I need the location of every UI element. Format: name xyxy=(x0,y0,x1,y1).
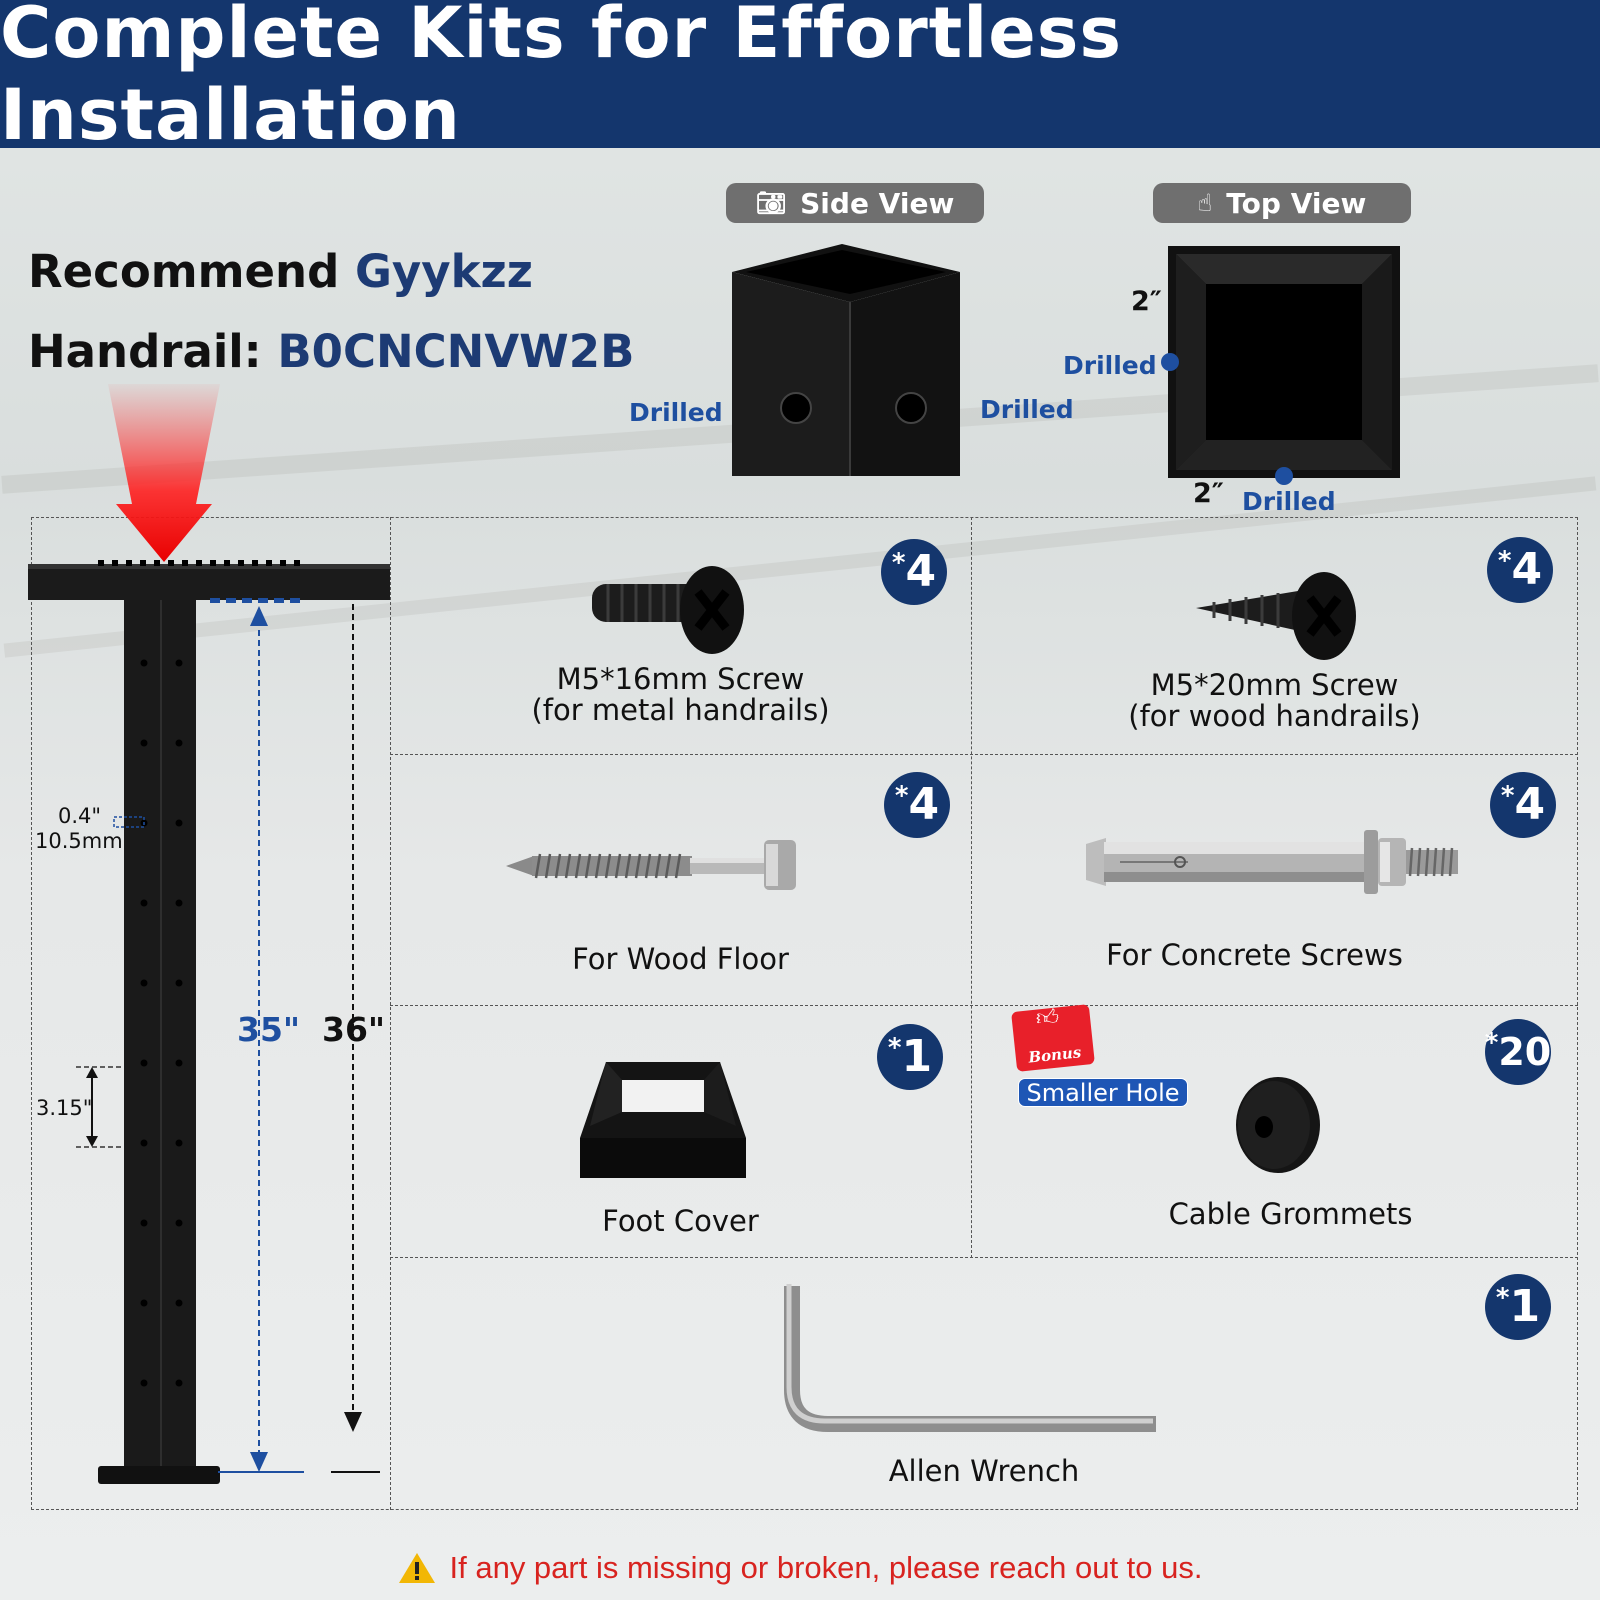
lag-screw-image xyxy=(506,840,796,890)
quantity-badge: *1 xyxy=(877,1024,943,1090)
dimension-label: 2″ xyxy=(1193,478,1224,509)
handrail-line: Handrail: B0CNCNVW2B xyxy=(28,325,634,378)
height-35: 35" xyxy=(237,1010,301,1049)
red-arrow-icon xyxy=(108,384,220,562)
part-note: (for wood handrails) xyxy=(1128,699,1421,733)
hole-size-mm: 10.5mm xyxy=(35,829,123,853)
camera-icon: 📷︎ xyxy=(755,189,787,217)
wood-screw-image xyxy=(1196,572,1356,660)
dimension-label: 2″ xyxy=(1131,286,1162,317)
top-view-tube-image xyxy=(1168,246,1400,478)
footer-text: If any part is missing or broken, please… xyxy=(449,1550,1203,1585)
bonus-text: Bonus xyxy=(1027,1043,1083,1067)
quantity-badge: *1 xyxy=(1485,1274,1551,1340)
drilled-label: Drilled xyxy=(629,398,723,427)
grid-divider xyxy=(390,1257,1578,1258)
quantity-badge: *4 xyxy=(1490,772,1556,838)
parts-grid xyxy=(31,517,1578,1510)
quantity-badge: *4 xyxy=(884,772,950,838)
top-view-pill: ☝︎ Top View xyxy=(1153,183,1411,223)
grid-divider xyxy=(390,754,1578,755)
side-view-tube-image xyxy=(732,244,960,476)
part-label: M5*16mm Screw (for metal handrails) xyxy=(390,664,971,726)
grid-divider xyxy=(390,517,391,1510)
recommend-line: Recommend Gyykzz xyxy=(28,245,533,298)
handrail-label: Handrail: xyxy=(28,325,262,378)
height-36: 36" xyxy=(322,1010,386,1049)
drilled-label: Drilled xyxy=(1063,351,1157,380)
part-name: M5*20mm Screw xyxy=(1150,668,1399,702)
cable-grommet-image xyxy=(1236,1077,1320,1173)
drill-point-marker xyxy=(1275,467,1293,485)
grid-divider xyxy=(971,517,972,1258)
part-note: (for metal handrails) xyxy=(531,693,830,727)
part-label: Allen Wrench xyxy=(888,1454,1080,1488)
handrail-code: B0CNCNVW2B xyxy=(277,325,635,378)
hole-spacing: 3.15" xyxy=(36,1096,93,1120)
hole-size-inch: 0.4" xyxy=(58,804,102,828)
side-view-pill: 📷︎ Side View xyxy=(726,183,984,223)
smaller-hole-badge: Smaller Hole xyxy=(1018,1078,1188,1107)
header-banner: Complete Kits for Effortless Installatio… xyxy=(0,0,1600,156)
drill-point-marker xyxy=(1161,353,1179,371)
allen-wrench-image xyxy=(784,1284,1156,1432)
quantity-badge: *4 xyxy=(881,539,947,605)
part-label: Foot Cover xyxy=(602,1204,759,1238)
hand-pointer-icon: ☝︎ xyxy=(1197,189,1213,217)
drilled-label: Drilled xyxy=(980,395,1074,424)
part-label: For Concrete Screws xyxy=(1106,938,1403,972)
part-label: Cable Grommets xyxy=(1168,1197,1413,1231)
thumbs-up-icon: 👍︎ xyxy=(1036,1006,1059,1031)
page-title: Complete Kits for Effortless Installatio… xyxy=(0,0,1123,156)
post-image xyxy=(28,560,390,1484)
part-label: M5*20mm Screw (for wood handrails) xyxy=(971,670,1578,732)
side-view-label: Side View xyxy=(800,186,955,220)
part-label: For Wood Floor xyxy=(572,942,789,976)
concrete-anchor-image xyxy=(1086,830,1458,894)
grid-divider xyxy=(390,1005,1578,1006)
recommend-label: Recommend xyxy=(28,245,340,298)
machine-screw-image xyxy=(592,566,744,654)
part-name: M5*16mm Screw xyxy=(556,662,805,696)
quantity-badge: *4 xyxy=(1487,537,1553,603)
footer-note: If any part is missing or broken, please… xyxy=(0,1546,1600,1590)
foot-cover-image xyxy=(580,1062,746,1178)
top-view-label: Top View xyxy=(1226,186,1367,220)
quantity-badge: *20 xyxy=(1485,1019,1551,1085)
brand-name: Gyykzz xyxy=(354,245,533,298)
drilled-label: Drilled xyxy=(1242,487,1336,516)
warning-icon xyxy=(398,1553,435,1583)
